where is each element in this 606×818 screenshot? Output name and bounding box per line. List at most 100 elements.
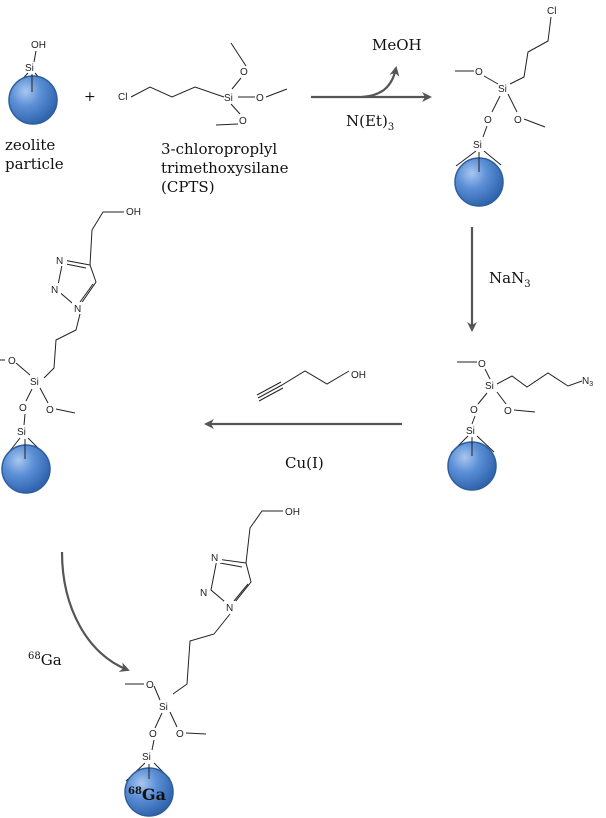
cpts-name-line2: trimethoxysilane [161,159,289,177]
bond [507,93,518,113]
atom-n: N [51,285,58,296]
atom-n: N [226,603,233,614]
propyl-chain [43,313,81,379]
step3-arrow-group: OH Cu(I) [204,370,402,472]
propyl-chain [245,510,283,564]
atom-cl: Cl [547,6,556,17]
triple-bond [256,381,282,396]
step1-reagent: N(Et)3 [346,112,394,133]
atom-si: Si [30,377,39,388]
bond [491,95,501,113]
atom-si: Si [17,427,26,438]
product2-azidopropyl-particle: O Si N3 O O Si [447,359,593,491]
atom-o: O [239,116,247,127]
atom-si: Si [142,752,151,763]
particle-label: particle [5,155,64,173]
bond [483,150,502,166]
atom-si: Si [485,381,494,392]
zeolite-sphere [1,444,51,494]
bond [476,435,495,453]
atom-oh: OH [31,40,46,51]
bond [23,413,26,426]
atom-o: O [256,93,264,104]
ga68-label: 68Ga [128,785,166,804]
step4-arrow-group: 68Ga [28,551,130,672]
double-bond [79,283,94,303]
product1-chloropropyl-particle: Cl Si O O O Si [454,6,556,207]
atom-o: O [176,729,184,740]
bond [151,739,155,751]
atom-o: O [19,403,27,414]
step2-arrow-group: NaN3 [467,227,531,332]
atom-oh: OH [351,370,366,381]
propyl-chain [89,211,124,266]
methyl-bond [523,118,546,128]
zeolite-sphere [8,75,58,125]
methyl-bond [55,408,76,414]
bond [230,103,241,115]
atom-si: Si [159,702,168,713]
atom-n: N [200,588,207,599]
bond [484,368,491,380]
atom-si: Si [498,84,507,95]
atom-o: O [478,359,486,370]
pentynol-chain [281,370,350,386]
atom-n3: N3 [582,376,593,388]
byproduct-arrow [361,66,400,99]
atom-si: Si [466,426,475,437]
bond [154,712,163,729]
double-bond [65,263,87,269]
bond [33,50,37,63]
bond [231,77,242,90]
atom-o: O [46,405,54,416]
methyl-bond [185,732,207,735]
triazole-ring [56,259,97,309]
byproduct-meoh: MeOH [372,36,422,54]
atom-o: O [514,115,522,126]
bond [15,362,31,376]
propyl-chain [130,86,225,98]
bond [39,387,49,404]
bond [482,125,488,138]
bond [477,392,488,405]
bond [25,388,33,402]
bond [455,150,477,167]
step4-arrow [60,551,130,672]
zeolite-particle-reactant: OH Si zeolite particle [5,40,64,173]
propyl-chain [172,613,231,695]
atom-si: Si [224,93,233,104]
cpts-name-line3: (CPTS) [161,178,215,196]
atom-o: O [8,356,16,367]
bond [471,415,476,425]
atom-o: O [484,115,492,126]
methyl-bond [513,409,536,413]
atom-si: Si [25,63,34,74]
step2-reagent: NaN3 [489,269,531,290]
bond [153,685,161,701]
double-bond [233,583,249,602]
atom-o: O [475,67,483,78]
propyl-chain [509,16,552,85]
bond [496,391,507,405]
bond [169,711,178,728]
step1-arrow-group: MeOH N(Et)3 [311,36,432,133]
final-product-ga68-particle: OH N N N Si O O O Si 68Ga [124,507,300,817]
step3-reagent: Cu(I) [285,454,324,472]
methyl-bond [265,88,288,98]
propyl-chain [496,372,583,388]
cpts-name-line1: 3-chloroproplyl [161,140,277,158]
methyl-bond [230,42,247,67]
double-bond [219,562,243,568]
triple-bond [257,384,283,399]
atom-oh: OH [126,207,141,218]
atom-o: O [240,67,248,78]
product3-triazole-particle: OH N N N Si O O O Si [0,207,141,494]
atom-oh: OH [285,507,300,518]
methyl-bond [215,123,239,126]
cpts-molecule: Cl Si O O O 3-chloroproplyl trimethoxysi… [118,42,289,196]
plus-sign: + [84,89,96,105]
atom-o: O [504,406,512,417]
pentynol-reagent: OH [256,370,366,402]
atom-cl: Cl [118,92,127,103]
